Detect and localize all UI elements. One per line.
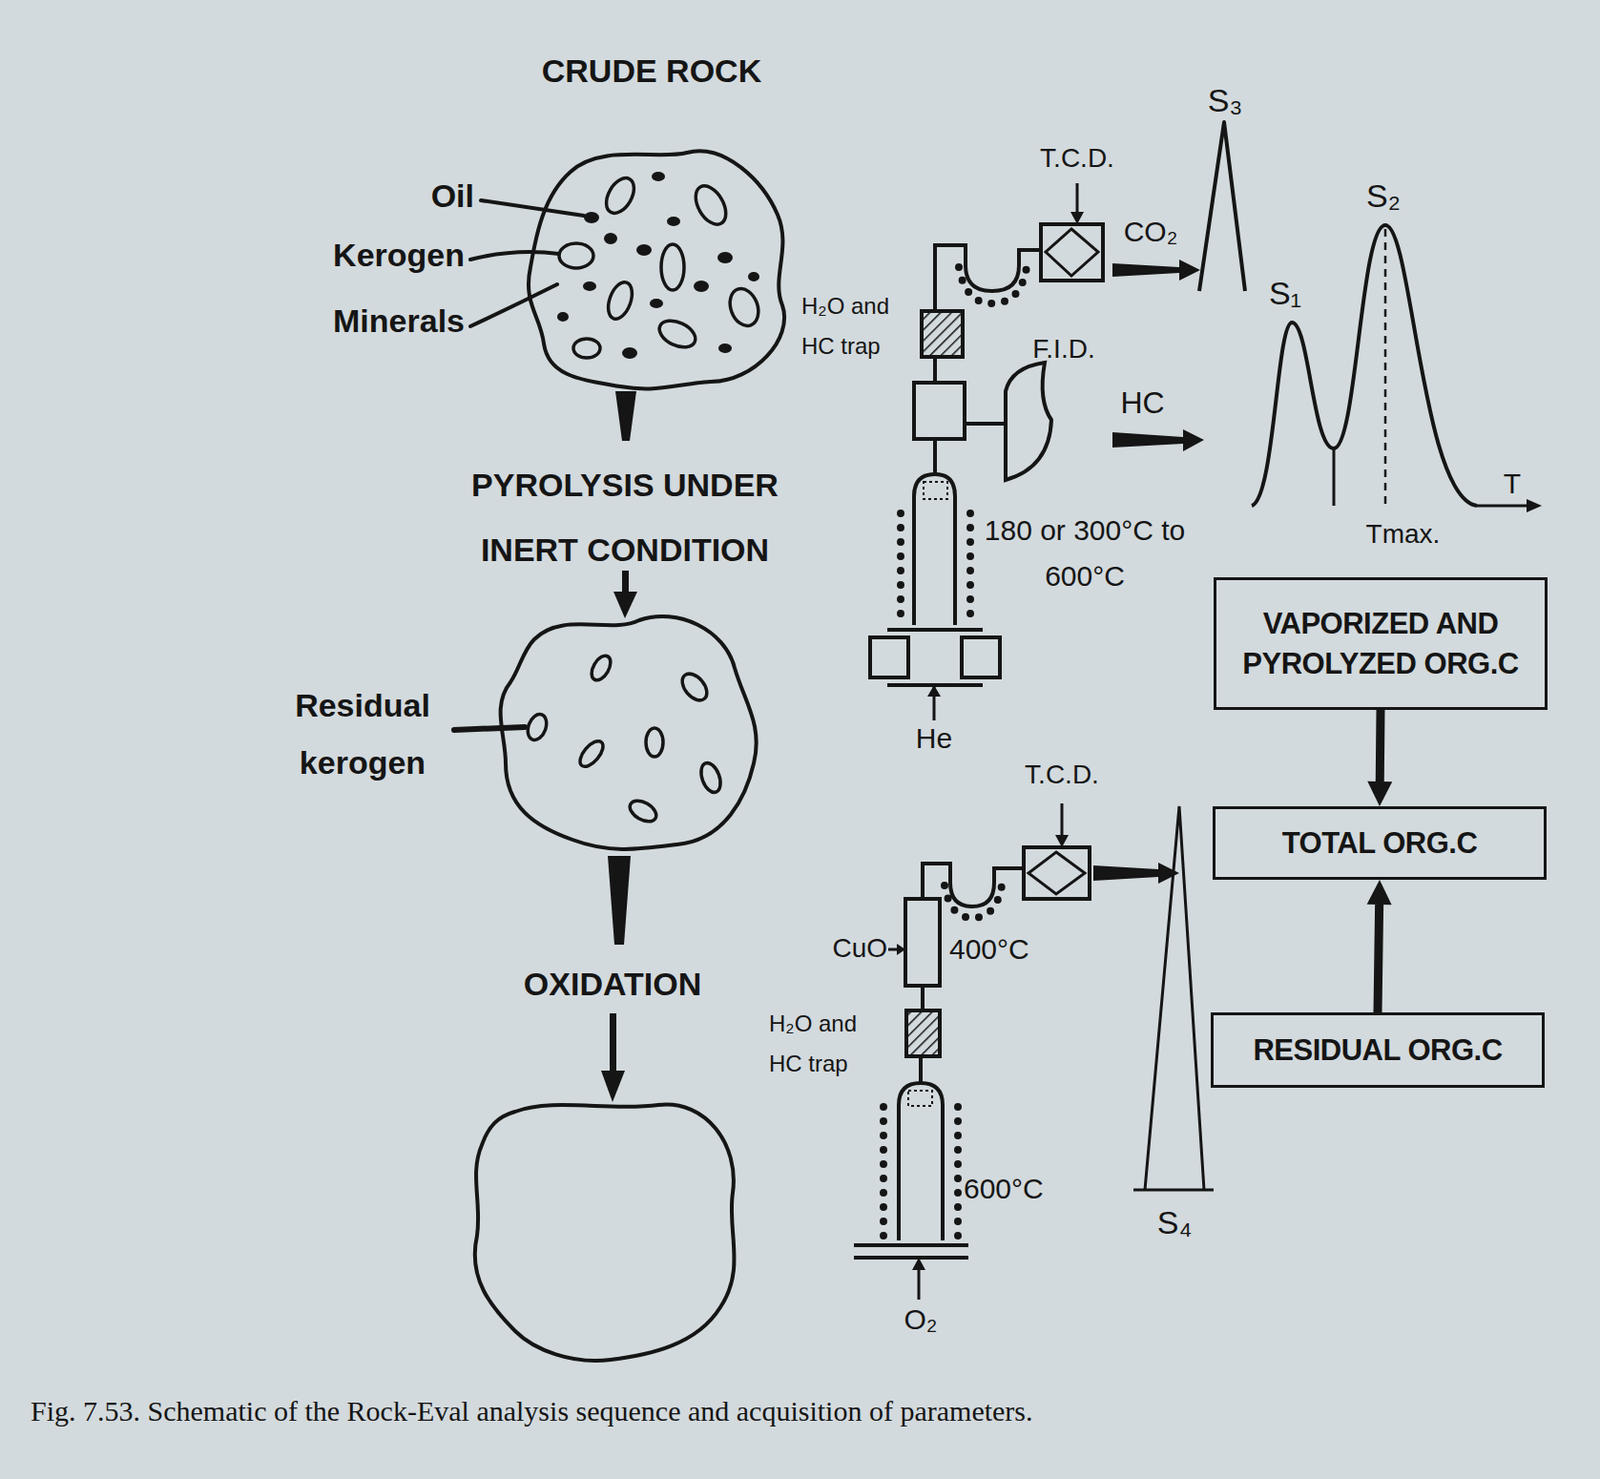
flow-arrow xyxy=(1093,862,1180,884)
leader-line xyxy=(454,727,525,730)
crude-rock xyxy=(528,150,785,389)
step-label: PYROLYSIS UNDER INERT CONDITION xyxy=(434,452,816,582)
box-text: VAPORIZED AND PYROLYZED ORG.C xyxy=(1227,603,1534,685)
leader-line xyxy=(480,200,584,216)
part-label: Minerals xyxy=(305,302,465,340)
step-label: OXIDATION xyxy=(469,965,756,1003)
result-box: TOTAL ORG.C xyxy=(1212,806,1547,880)
pyrogram xyxy=(1199,122,1532,506)
figure-caption: Fig. 7.53. Schematic of the Rock-Eval an… xyxy=(30,1394,1577,1428)
oxidized-rock xyxy=(475,1103,735,1360)
part-label: Oil xyxy=(381,177,475,215)
flow-arrow xyxy=(1112,259,1201,281)
arrow-head xyxy=(1367,781,1393,807)
trap-label: H₂O and HC trap xyxy=(801,286,909,367)
residual-kerogen-particles xyxy=(524,652,725,826)
leader-line xyxy=(470,284,558,327)
axis-label: Tmax. xyxy=(1343,519,1463,550)
arrow-head xyxy=(1367,879,1393,905)
gas-label: CO₂ xyxy=(1112,215,1189,250)
part-label: Residual kerogen xyxy=(276,677,449,791)
arrow-shaft xyxy=(1375,709,1386,782)
pyrolysis-apparatus xyxy=(870,183,1103,721)
flow-arrow xyxy=(1367,879,1393,1013)
temperature-label: 600°C xyxy=(963,1172,1069,1206)
reagent-label: CuO xyxy=(812,933,888,964)
box-text: RESIDUAL ORG.C xyxy=(1252,1030,1502,1071)
result-box: VAPORIZED AND PYROLYZED ORG.C xyxy=(1213,577,1548,710)
axis-label: T xyxy=(1496,467,1529,501)
peak-label: S₃ xyxy=(1196,82,1254,120)
gas-label: O₂ xyxy=(894,1303,947,1337)
kerogen-particles xyxy=(559,173,764,358)
peak-label: S₁ xyxy=(1261,274,1310,312)
leader-line xyxy=(470,251,560,260)
flow-arrow xyxy=(1112,429,1205,452)
residual-rock xyxy=(500,616,757,850)
flow-arrow xyxy=(1367,709,1393,807)
trap-label: H₂O and HC trap xyxy=(768,1003,876,1084)
result-box: RESIDUAL ORG.C xyxy=(1210,1012,1545,1088)
oxidation-apparatus xyxy=(853,803,1214,1300)
heading: CRUDE ROCK xyxy=(508,52,795,90)
temperature-label: 180 or 300°C to 600°C xyxy=(975,507,1195,600)
oil-droplets xyxy=(557,171,760,359)
peak-label: S₄ xyxy=(1148,1204,1201,1242)
detector-label: T.C.D. xyxy=(1004,759,1120,790)
detector-label: T.C.D. xyxy=(1019,143,1135,174)
part-label: Kerogen xyxy=(305,236,465,274)
gas-label: He xyxy=(905,722,963,756)
arrow-shaft xyxy=(1377,904,1380,1013)
gas-label: HC xyxy=(1106,385,1179,421)
detector-label: F.I.D. xyxy=(1020,333,1107,365)
peak-label: S₂ xyxy=(1359,177,1408,215)
box-text: TOTAL ORG.C xyxy=(1282,823,1478,864)
temperature-label: 400°C xyxy=(949,933,1055,967)
